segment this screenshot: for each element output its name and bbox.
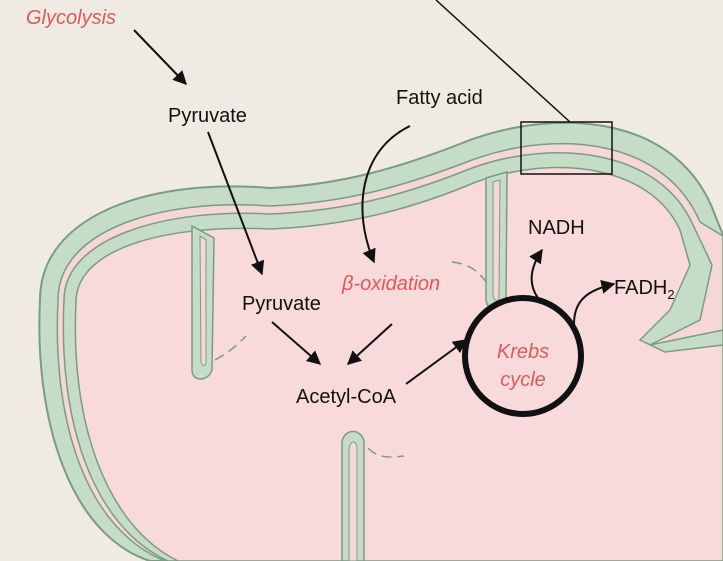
crista-middle-inner — [493, 180, 500, 301]
label-pyruvate-inner: Pyruvate — [242, 293, 321, 315]
crista-bottom-inner — [349, 442, 357, 561]
crista-left-inner — [200, 236, 206, 366]
label-pyruvate-outer: Pyruvate — [168, 105, 247, 127]
label-fatty-acid: Fatty acid — [396, 87, 483, 109]
label-fadh2: FADH2 — [614, 277, 675, 302]
label-cycle: cycle — [500, 369, 546, 391]
label-krebs: Krebs — [497, 341, 549, 363]
label-nadh: NADH — [528, 217, 585, 239]
label-glycolysis: Glycolysis — [26, 7, 116, 29]
label-acetyl-coa: Acetyl-CoA — [296, 386, 397, 408]
arrow-glycolysis-to-pyruvate — [134, 30, 186, 84]
label-fadh2-subscript: 2 — [667, 287, 674, 302]
label-beta-oxidation: β-oxidation — [341, 273, 440, 295]
label-fadh2-base: FADH — [614, 277, 667, 299]
